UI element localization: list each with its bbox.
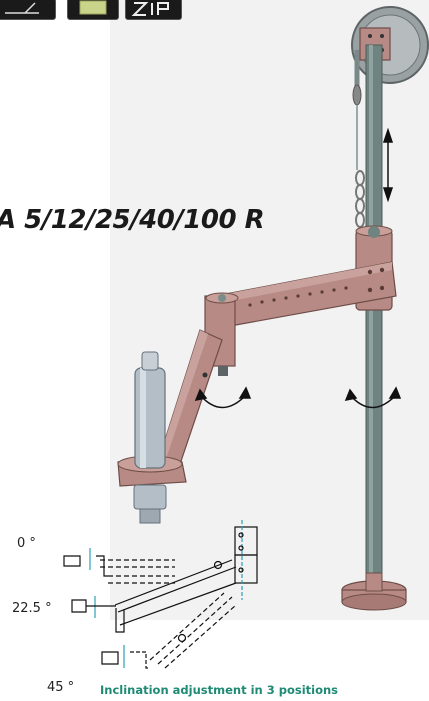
tool-body [134,367,166,469]
zip-icon [125,0,182,20]
chain [355,170,365,228]
angle-label-45: 45 ° [47,680,75,695]
inclination-caption: Inclination adjustment in 3 positions [100,683,339,697]
product-model-title: A 5/12/25/40/100 R [0,205,265,235]
angle-label-0: 0 ° [17,536,36,551]
inclination-diagram [63,520,258,669]
cutting-tool-icon [0,0,56,20]
rotation-arrow-elbow [194,386,252,409]
angle-label-22-5: 22.5 ° [12,601,52,616]
battery-icon [67,0,119,20]
main-column [365,44,383,586]
rotation-arrow-column [344,386,402,409]
vertical-movement-arrow [382,127,394,203]
